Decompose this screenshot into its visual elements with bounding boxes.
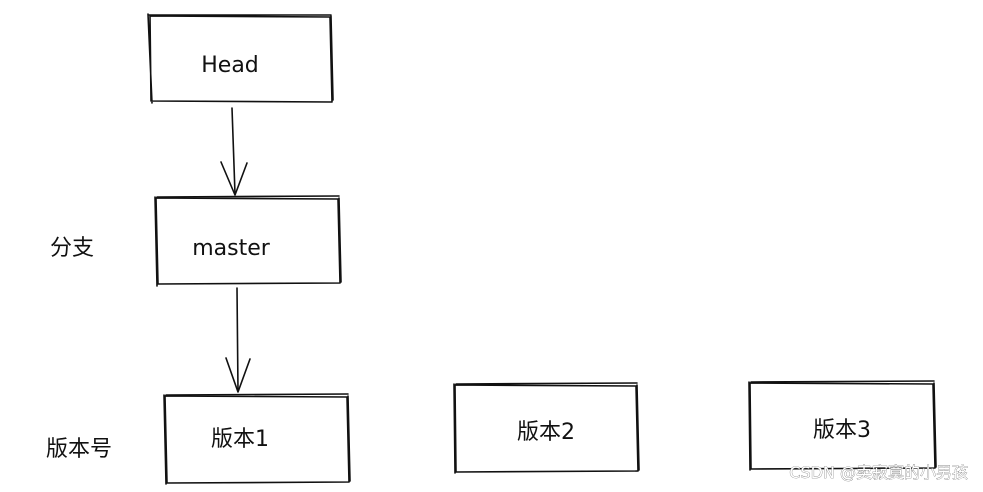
arrow-master-to-version1 <box>225 287 251 393</box>
version3-node: 版本3 <box>748 380 937 471</box>
arrow-shaft <box>231 107 236 195</box>
branch-label: 分支 <box>50 236 94 261</box>
version1-box-outline <box>163 393 351 485</box>
head-box-outline <box>147 13 334 104</box>
head-label: Head <box>201 53 259 78</box>
head-node: Head <box>147 13 334 104</box>
version3-box-outline <box>748 380 937 471</box>
version1-node: 版本1 <box>163 393 351 485</box>
version2-node: 版本2 <box>453 382 640 474</box>
version2-label: 版本2 <box>517 420 575 445</box>
version2-box-outline <box>453 382 640 474</box>
arrow-head-to-master <box>220 107 248 196</box>
master-node: master <box>154 195 342 287</box>
master-box-outline <box>154 195 342 287</box>
version3-label: 版本3 <box>813 418 871 443</box>
master-label: master <box>192 236 271 261</box>
version1-label: 版本1 <box>211 427 269 452</box>
version-number-label: 版本号 <box>46 437 112 462</box>
arrow-shaft <box>236 287 239 392</box>
arrow-head <box>220 161 248 196</box>
csdn-watermark: CSDN @卖寂寞的小男孩 <box>789 463 968 482</box>
arrow-head <box>225 357 251 393</box>
